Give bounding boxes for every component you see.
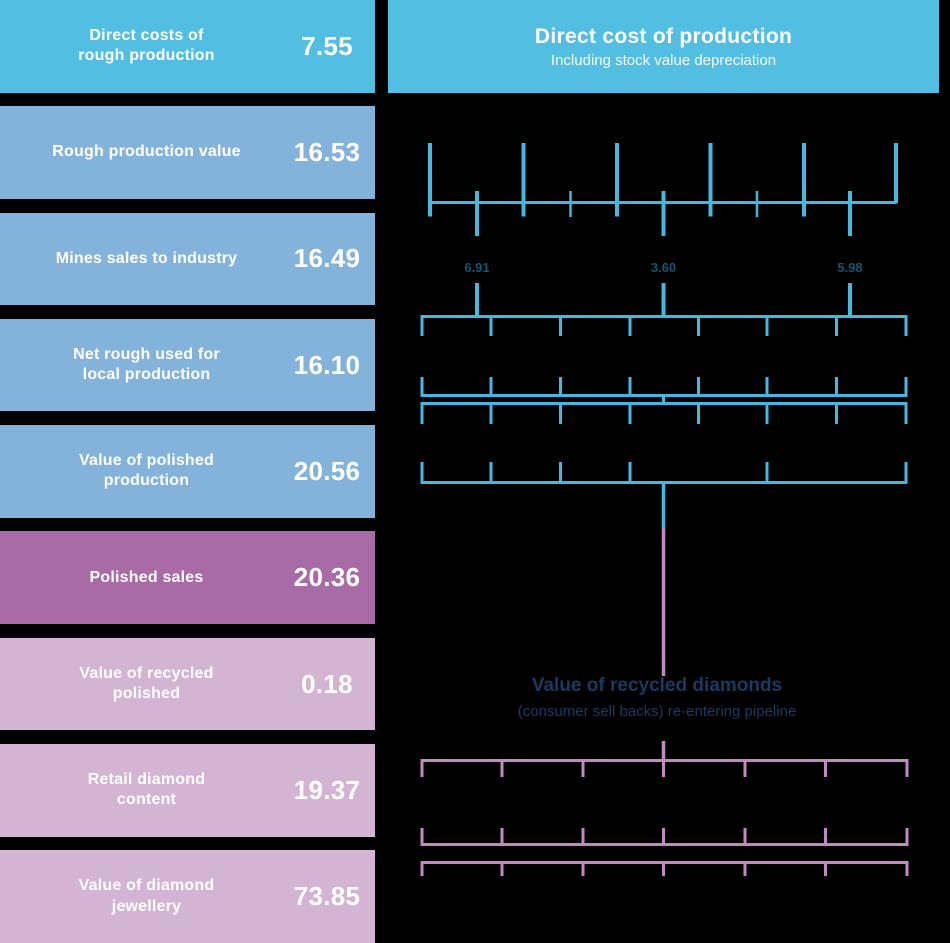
rough-production-comb [428, 143, 898, 236]
stage-row-value-of-polished-production: Value of polished production 20.56 [0, 425, 375, 518]
industry-bracket-1 [420, 315, 908, 336]
stage-row-mines-sales-to-industry: Mines sales to industry 16.49 [0, 212, 375, 306]
stage-row-direct-costs-of-rough-production: Direct costs of rough production 7.55 [0, 0, 375, 93]
retail-bracket-2 [420, 828, 909, 846]
stage-label: Mines sales to industry [55, 249, 238, 267]
cost-value-2: 3.60 [651, 260, 676, 275]
stage-label: Retail diamond content [87, 770, 206, 809]
industry-bracket-3 [420, 402, 908, 424]
stage-label: Direct costs of rough production [78, 26, 215, 65]
stage-value: 73.85 [293, 881, 361, 912]
stage-value: 0.18 [301, 668, 353, 699]
stage-value: 7.55 [301, 30, 353, 61]
stage-value: 19.37 [293, 774, 361, 805]
stage-row-polished-sales: Polished sales 20.36 [0, 531, 375, 625]
direct-cost-values: 6.91 3.60 5.98 [464, 260, 862, 275]
stage-label: Value of recycled polished [79, 664, 214, 703]
stage-column: Direct costs of rough production 7.55 Ro… [0, 0, 375, 943]
stage-label: Value of diamond jewellery [78, 877, 215, 915]
direct-cost-title: Direct cost of production [534, 24, 793, 48]
stage-value: 16.53 [293, 137, 361, 168]
stage-label: Rough production value [52, 143, 241, 161]
recycled-note: Value of recycled diamonds (consumer sel… [518, 675, 796, 720]
stage-row-rough-production-value: Rough production value 16.53 [0, 106, 375, 199]
stage-row-net-rough-used: Net rough used for local production 16.1… [0, 318, 375, 412]
stage-label: Net rough used for local production [73, 345, 220, 384]
recycled-subtitle: (consumer sell backs) re-entering pipeli… [518, 703, 796, 720]
stage-label: Polished sales [89, 568, 204, 586]
recycled-title: Value of recycled diamonds [532, 675, 782, 696]
stage-row-value-of-recycled-polished: Value of recycled polished 0.18 [0, 637, 375, 731]
stage-value: 16.49 [293, 243, 361, 274]
stage-value: 16.10 [293, 349, 361, 380]
stage-value: 20.56 [293, 455, 361, 486]
stage-label: Value of polished production [79, 452, 214, 490]
stage-value: 20.36 [293, 562, 361, 593]
cost-drop-stubs [475, 283, 852, 317]
stage-row-retail-diamond-content: Retail diamond content 19.37 [0, 744, 375, 837]
industry-bracket-4 [420, 462, 908, 484]
direct-cost-header: Direct cost of production Including stoc… [388, 0, 939, 93]
cost-value-1: 6.91 [464, 260, 489, 275]
cost-value-3: 5.98 [837, 260, 862, 275]
retail-bracket-3 [420, 861, 909, 876]
direct-cost-subtitle: Including stock value depreciation [550, 51, 777, 69]
industry-bracket-2 [420, 377, 908, 404]
stage-row-value-of-diamond-jewellery: Value of diamond jewellery 73.85 [0, 850, 375, 943]
retail-bracket-1 [420, 759, 909, 777]
